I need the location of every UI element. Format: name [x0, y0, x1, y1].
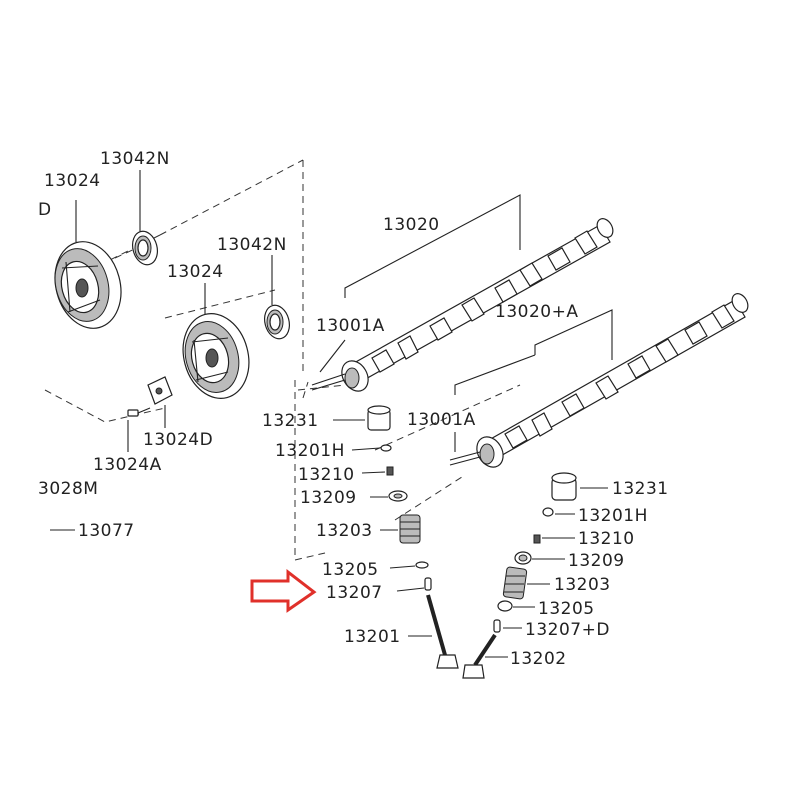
label-camshaft-lower: 13020+A: [495, 302, 578, 322]
part-labels: 13042N 13024 D 13042N 13024 13020 13020+…: [38, 149, 669, 669]
label-retainer-left: 13209: [300, 488, 357, 508]
leader-lines: [50, 170, 613, 658]
camshaft-upper: [311, 218, 614, 392]
right-arrow-icon: [250, 568, 317, 613]
label-pin-lower: 13001A: [407, 410, 476, 430]
label-chain-partial: 3028M: [38, 479, 98, 499]
label-retainer-right: 13209: [568, 551, 625, 571]
label-shim-left: 13201H: [275, 441, 345, 461]
seal-left: [132, 230, 158, 266]
assembly-boundary-lines: [44, 159, 521, 561]
label-oil-seal-left: 13207: [326, 583, 383, 603]
label-seal-right: 13042N: [217, 235, 287, 255]
label-spring-right: 13203: [554, 575, 611, 595]
sprocket-right: [182, 313, 250, 399]
label-lifter-right: 13231: [612, 479, 669, 499]
label-lifter-left: 13231: [262, 411, 319, 431]
label-pin-upper: 13001A: [316, 316, 385, 336]
label-sprocket-left-edge: D: [38, 200, 52, 220]
label-sprocket-right: 13024: [167, 262, 224, 282]
bolt-13024A: [127, 407, 151, 417]
plate-13024D: [147, 376, 173, 405]
valve-stack-right: [462, 472, 577, 679]
label-spring-left: 13203: [316, 521, 373, 541]
label-seat-left: 13205: [322, 560, 379, 580]
label-plate: 13024D: [143, 430, 213, 450]
label-cotter-left: 13210: [298, 465, 355, 485]
label-valve-right: 13202: [510, 649, 567, 669]
label-valve-left: 13201: [344, 627, 401, 647]
label-chain-guide: 13077: [78, 521, 135, 541]
label-sprocket-left: 13024: [44, 171, 101, 191]
label-bolt: 13024A: [93, 455, 162, 475]
valve-stack-left: [367, 405, 459, 669]
seal-right: [264, 304, 290, 340]
label-shim-right: 13201H: [578, 506, 648, 526]
label-seat-right: 13205: [538, 599, 595, 619]
sprocket-left: [54, 241, 122, 329]
label-seal-left: 13042N: [100, 149, 170, 169]
label-camshaft-upper: 13020: [383, 215, 440, 235]
camshaft-lower: [449, 293, 749, 468]
label-oil-seal-right: 13207+D: [525, 620, 610, 640]
label-cotter-right: 13210: [578, 529, 635, 549]
